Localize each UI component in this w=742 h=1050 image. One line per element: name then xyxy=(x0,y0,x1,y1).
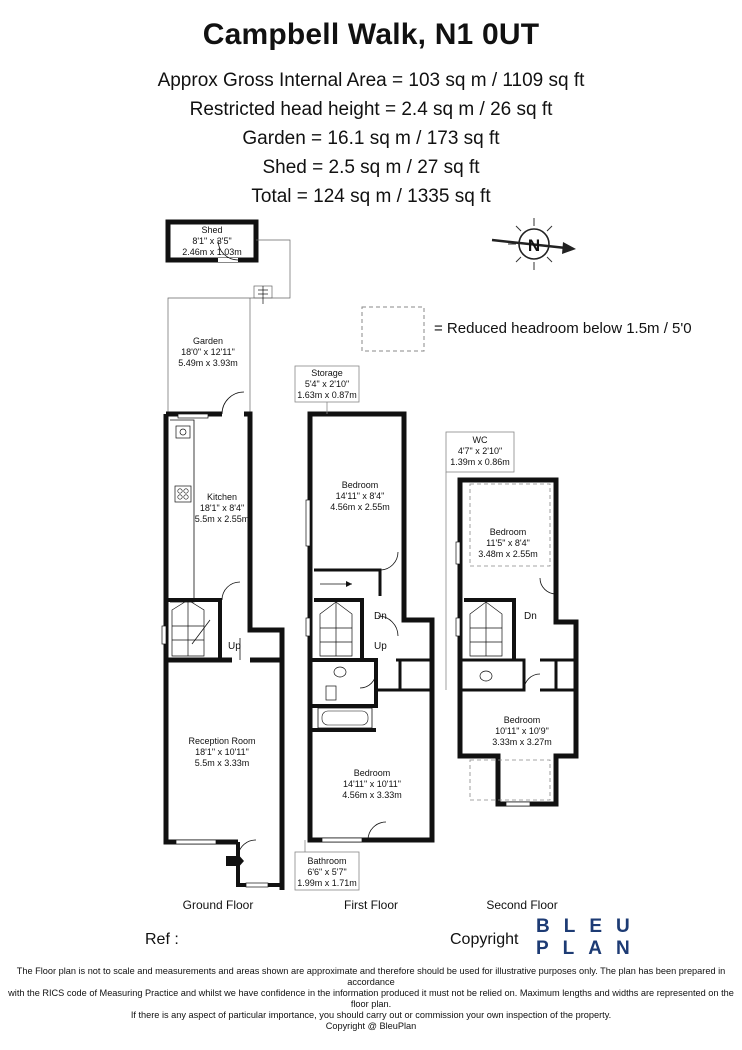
bathroom-name: Bathroom xyxy=(307,856,346,866)
ground-up-label: Up xyxy=(228,641,241,652)
bed2-ff-name: Bedroom xyxy=(354,768,391,778)
second-dn-label: Dn xyxy=(524,611,537,622)
bleuplan-logo-bottom: PLAN xyxy=(536,938,644,959)
copyright-label: Copyright xyxy=(450,931,519,948)
ref-label: Ref : xyxy=(145,931,179,948)
total-area: Total = 124 sq m / 1335 sq ft xyxy=(251,186,491,207)
reduced-headroom-swatch xyxy=(361,306,425,352)
kitchen-imperial: 18'1" x 8'4" xyxy=(200,503,244,513)
bed2-ff-imperial: 14'11" x 10'11" xyxy=(343,779,401,789)
bed1-sf-metric: 3.48m x 2.55m xyxy=(478,549,538,559)
wc-label-box xyxy=(445,431,515,473)
restricted-head-height: Restricted head height = 2.4 sq m / 26 s… xyxy=(189,99,553,120)
disclaimer: The Floor plan is not to scale and measu… xyxy=(4,966,738,1032)
bed2-ff-metric: 4.56m x 3.33m xyxy=(342,790,402,800)
reception-imperial: 18'1" x 10'11" xyxy=(195,747,249,757)
garden-name: Garden xyxy=(193,336,223,346)
disclaimer-line-1: The Floor plan is not to scale and measu… xyxy=(16,966,726,987)
disclaimer-line-2: with the RICS code of Measuring Practice… xyxy=(8,988,734,1009)
bleuplan-logo-top: BLEU xyxy=(536,916,644,937)
shed-imperial: 8'1" x 3'5" xyxy=(192,236,231,246)
bathroom-metric: 1.99m x 1.71m xyxy=(297,878,357,888)
reception-metric: 5.5m x 3.33m xyxy=(195,758,250,768)
compass-icon: N xyxy=(491,218,576,270)
storage-label-box xyxy=(294,365,360,403)
kitchen-name: Kitchen xyxy=(207,492,237,502)
bathroom-imperial: 6'6" x 5'7" xyxy=(307,867,346,877)
bed2-sf-imperial: 10'11" x 10'9" xyxy=(495,726,549,736)
storage-metric: 1.63m x 0.87m xyxy=(297,390,357,400)
ground-floor-label: Ground Floor xyxy=(182,898,254,912)
bed1-sf-name: Bedroom xyxy=(490,527,527,537)
wc-metric: 1.39m x 0.86m xyxy=(450,457,510,467)
disclaimer-line-3: If there is any aspect of particular imp… xyxy=(130,1010,612,1020)
gross-internal-area: Approx Gross Internal Area = 103 sq m / … xyxy=(157,70,585,91)
first-dn-label: Dn xyxy=(374,611,387,622)
first-up-label: Up xyxy=(374,641,387,652)
shed-name: Shed xyxy=(201,225,222,235)
bed2-sf-metric: 3.33m x 3.27m xyxy=(492,737,552,747)
kitchen-metric: 5.5m x 2.55m xyxy=(195,514,250,524)
bathroom-label-box xyxy=(294,851,360,891)
bed1-ff-imperial: 14'11" x 8'4" xyxy=(336,491,385,501)
bed1-ff-name: Bedroom xyxy=(342,480,379,490)
wc-name: WC xyxy=(473,435,488,445)
compass-letter: N xyxy=(528,236,540,255)
garden-imperial: 18'0" x 12'11" xyxy=(181,347,235,357)
storage-imperial: 5'4" x 2'10" xyxy=(305,379,349,389)
page-title: Campbell Walk, N1 0UT xyxy=(202,18,540,51)
first-floor-label: First Floor xyxy=(344,898,398,912)
bed1-ff-metric: 4.56m x 2.55m xyxy=(330,502,390,512)
storage-name: Storage xyxy=(311,368,343,378)
legend-text: = Reduced headroom below 1.5m / 5'0 xyxy=(434,320,692,337)
bed1-sf-imperial: 11'5" x 8'4" xyxy=(486,538,530,548)
room-labels: Shed 8'1" x 3'5" 2.46m x 1.03m Garden 18… xyxy=(178,225,552,888)
reception-name: Reception Room xyxy=(188,736,255,746)
wc-imperial: 4'7" x 2'10" xyxy=(458,446,502,456)
bed2-sf-name: Bedroom xyxy=(504,715,541,725)
shed-metric: 2.46m x 1.03m xyxy=(182,247,242,257)
disclaimer-line-4: Copyright @ BleuPlan xyxy=(325,1021,417,1031)
shed-walls xyxy=(165,219,259,263)
shed-area: Shed = 2.5 sq m / 27 sq ft xyxy=(262,157,480,178)
garden-metric: 5.49m x 3.93m xyxy=(178,358,238,368)
second-floor-plan xyxy=(455,477,579,807)
ground-floor-plan xyxy=(161,219,291,890)
first-floor-plan xyxy=(305,411,435,843)
garden-area: Garden = 16.1 sq m / 173 sq ft xyxy=(242,128,500,149)
second-floor-label: Second Floor xyxy=(486,898,558,912)
